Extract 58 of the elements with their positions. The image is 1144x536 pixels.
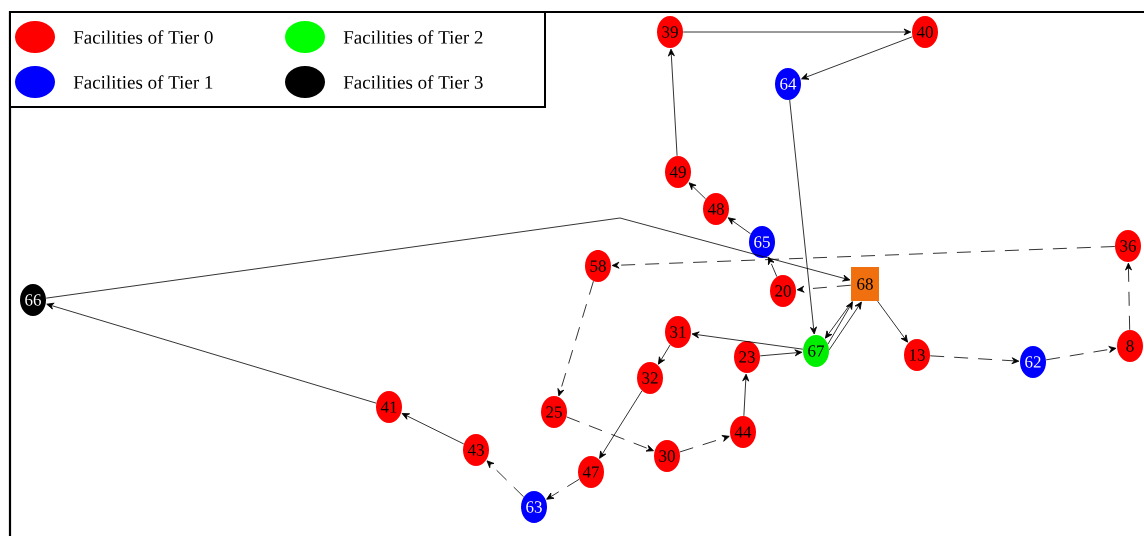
arrow [599,390,643,459]
arrow [796,284,852,293]
facility-node: 32 [637,362,663,394]
facility-node: 43 [463,434,489,466]
facility-node: 65 [749,226,775,258]
facility-box: 68 [851,267,879,301]
facility-node: 62 [1020,346,1046,378]
arrow [789,99,817,335]
facility-node: 49 [665,156,691,188]
arrow [768,256,778,278]
arrow [401,413,465,445]
facility-node: 64 [775,68,801,100]
arrow [679,435,730,453]
facility-node: 39 [657,16,683,48]
facility-node: 48 [703,193,729,225]
legend-label: Facilities of Tier 0 [73,30,213,44]
arrow [1045,346,1117,361]
arrow [486,460,525,498]
facility-node: 63 [521,491,547,523]
facility-node: 66 [20,284,46,316]
arrow [658,344,671,365]
arrow [566,416,654,452]
facility-node: 30 [654,440,680,472]
arrow [828,301,862,351]
arrow [1125,262,1132,331]
facility-node: 8 [1117,330,1143,362]
arrow [611,246,1116,269]
facility-node: 13 [904,339,930,371]
arrow [827,301,853,345]
facility-node: 47 [578,456,604,488]
arrow [682,28,912,36]
arrow [742,373,750,417]
facility-node: 31 [665,316,691,348]
arrow [557,280,594,397]
facility-node: 40 [912,16,938,48]
legend-label: Facilities of Tier 2 [343,30,483,44]
arrow [877,300,908,343]
facility-node: 67 [803,335,829,367]
facility-node: 41 [376,391,402,423]
arrow [759,349,803,357]
arrow [727,217,751,235]
facility-node: 23 [734,341,760,373]
arrow [929,355,1020,365]
arrow [801,36,913,80]
arrow [45,217,851,299]
arrow [691,331,804,350]
facility-node: 44 [730,416,756,448]
arrow [546,478,580,500]
arrow [667,48,678,157]
facility-node: 25 [541,396,567,428]
legend-label: Facilities of Tier 1 [73,75,213,89]
facility-node: 20 [770,275,796,307]
arrow [688,182,707,200]
arrow [825,300,853,339]
facility-node: 36 [1115,230,1141,262]
facility-node: 58 [585,250,611,282]
arrow [46,302,377,404]
legend-label: Facilities of Tier 3 [343,75,483,89]
